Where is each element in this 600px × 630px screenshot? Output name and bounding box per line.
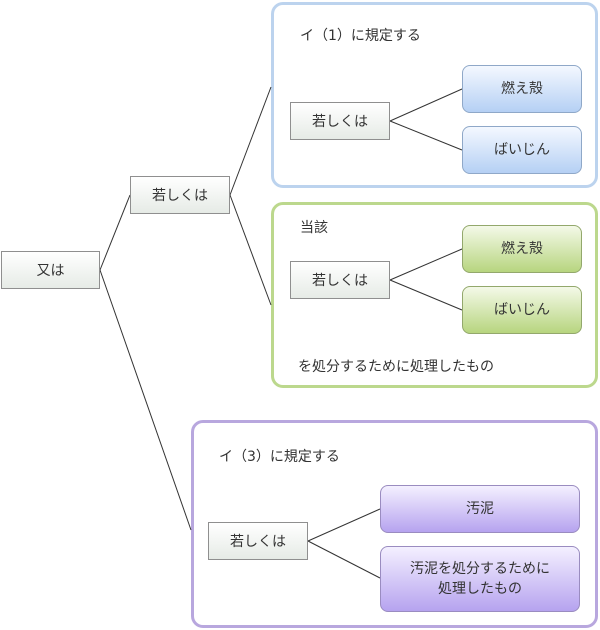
line-blue-item2: [389, 120, 463, 151]
root-node: 又は: [1, 251, 100, 289]
line-root-branch: [99, 194, 131, 271]
group-blue-item-2: ばいじん: [462, 126, 582, 174]
group-blue-connector-label: 若しくは: [312, 114, 368, 130]
branch-node: 若しくは: [130, 176, 230, 214]
group-green-connector-node: 若しくは: [290, 261, 390, 299]
group-purple-connector-node: 若しくは: [208, 522, 308, 560]
group-green-footer: を処分するために処理したもの: [298, 359, 494, 375]
line-purple-item2: [307, 540, 381, 579]
line-green-item2: [389, 279, 463, 311]
group-green-item-2: ばいじん: [462, 286, 582, 334]
group-blue-connector-node: 若しくは: [290, 102, 390, 140]
group-green-connector-label: 若しくは: [312, 273, 368, 289]
branch-node-label: 若しくは: [152, 188, 208, 204]
line-root-purple: [99, 269, 192, 531]
line-green-item1: [389, 248, 463, 281]
group-purple-connector-label: 若しくは: [230, 534, 286, 550]
group-purple-item-2: 汚泥を処分するために 処理したもの: [380, 546, 580, 612]
group-green-item-1: 燃え殻: [462, 225, 582, 273]
line-branch-green: [229, 194, 272, 306]
root-node-label: 又は: [36, 263, 65, 279]
line-branch-blue: [229, 86, 272, 196]
line-purple-item1: [307, 508, 381, 542]
group-blue-item-1: 燃え殻: [462, 65, 582, 113]
line-blue-item1: [389, 88, 463, 122]
group-blue-header: イ（1）に規定する: [300, 28, 421, 44]
group-purple-header: イ（3）に規定する: [219, 449, 340, 465]
group-purple-item-1: 汚泥: [380, 485, 580, 533]
group-green-header: 当該: [300, 220, 328, 236]
